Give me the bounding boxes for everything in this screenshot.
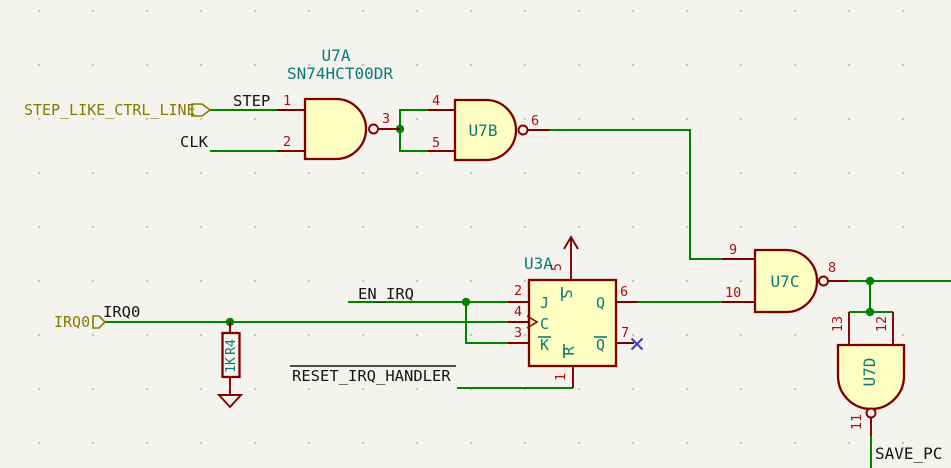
u7b-pin6-number: 6 [531,113,539,129]
u7c-body [753,248,819,314]
flipflop-u3a[interactable]: U3A 2 4 3 5 1 6 7 J C K Q Q S R [508,235,644,388]
wire-en-irq-to-k[interactable] [465,302,508,344]
nand-gate-u7b[interactable]: U7B 4 5 6 [428,93,550,162]
resistor-r4[interactable]: R4 1K [221,322,241,395]
u7b-pin5-number: 5 [432,135,440,151]
u3a-pin1-number: 1 [553,373,569,381]
u7b-reference: U7B [469,121,498,140]
u3a-clock-triangle [526,315,539,329]
u3a-pinname-q: Q [596,294,605,312]
u7c-pin8-number: 8 [828,260,836,276]
u7c-pin10-number: 10 [725,285,741,301]
ground-triangle-icon [216,394,244,409]
u7a-value: SN74HCT00DR [287,64,393,83]
u7c-output-bubble [818,275,829,287]
u3a-pin2-number: 2 [514,283,522,299]
hier-label-arrow-icon [92,315,107,329]
u7a-body [303,97,368,161]
junction-dot[interactable] [865,307,875,317]
u7d-pin13-number: 13 [830,316,846,332]
hier-label-irq0[interactable]: IRQ0 [54,313,107,331]
nand-gate-u7c[interactable]: U7C 9 10 8 [722,242,848,314]
u7b-output-bubble [517,124,529,136]
no-connect-x-icon [630,337,644,351]
wire-u7a-out-split-top[interactable] [399,109,428,129]
u7a-reference: U7A [322,46,351,65]
u7c-reference: U7C [771,272,800,291]
net-label-reset-irq-handler[interactable]: RESET_IRQ_HANDLER [290,365,456,385]
u3a-pinname-k: K [540,336,549,354]
u7a-output-bubble [368,123,379,135]
wires [105,109,951,468]
net-label-irq0[interactable]: IRQ0 [103,303,140,321]
net-label-en-irq[interactable]: EN_IRQ [358,285,414,303]
r4-body [221,331,241,379]
nand-gate-u7d[interactable]: U7D 13 12 11 [830,312,906,436]
u7b-body [453,98,518,162]
u3a-pin5-number: 5 [549,263,565,271]
wire-u7b-out-to-u7c[interactable] [550,129,722,260]
u7b-pin4-number: 4 [432,93,440,109]
junction-dot[interactable] [461,297,471,307]
u7a-pin2-number: 2 [283,134,291,150]
u3a-pinname-c: C [540,315,549,333]
r4-reference: R4 [224,339,239,355]
junction-dot[interactable] [865,276,875,286]
nand-gate-u7a[interactable]: U7A SN74HCT00DR 1 2 3 [277,46,400,161]
u3a-pinname-j: J [540,294,549,312]
hier-label-irq0-text: IRQ0 [54,313,90,331]
u7d-pin12-number: 12 [874,316,890,332]
u7d-output-bubble [865,407,877,419]
u7d-reference: U7D [860,358,879,387]
u7a-pin1-number: 1 [283,93,291,109]
u3a-pinname-r: R [560,346,578,356]
u3a-pinname-s: S [558,289,576,298]
u3a-pin5-arrow-icon [563,235,579,250]
net-label-save-pc[interactable]: SAVE_PC [875,444,942,463]
net-label-clk[interactable]: CLK [180,133,209,151]
u3a-pin4-number: 4 [514,304,522,320]
u7a-pin3-number: 3 [382,111,390,127]
ground-symbol[interactable] [216,394,244,409]
r4-value: 1K [224,357,239,373]
wire-u7a-out-split-bottom[interactable] [399,129,428,152]
u3a-body [527,278,618,368]
hier-label-step-like-ctrl-line[interactable]: STEP_LIKE_CTRL_LINE [24,101,212,119]
hier-label-arrow-icon [191,103,212,117]
net-label-step[interactable]: STEP [233,92,270,110]
u3a-pinname-qbar: Q [596,336,605,354]
u7d-pin11-number: 11 [849,414,865,430]
u3a-pin7-number: 7 [621,325,629,341]
net-label-reset-text: RESET_IRQ_HANDLER [292,367,451,385]
u3a-pin6-number: 6 [620,284,628,300]
u7c-pin9-number: 9 [729,242,737,258]
u3a-reference: U3A [524,254,553,273]
u3a-pin3-number: 3 [514,325,522,341]
hier-label-step-text: STEP_LIKE_CTRL_LINE [24,101,196,119]
